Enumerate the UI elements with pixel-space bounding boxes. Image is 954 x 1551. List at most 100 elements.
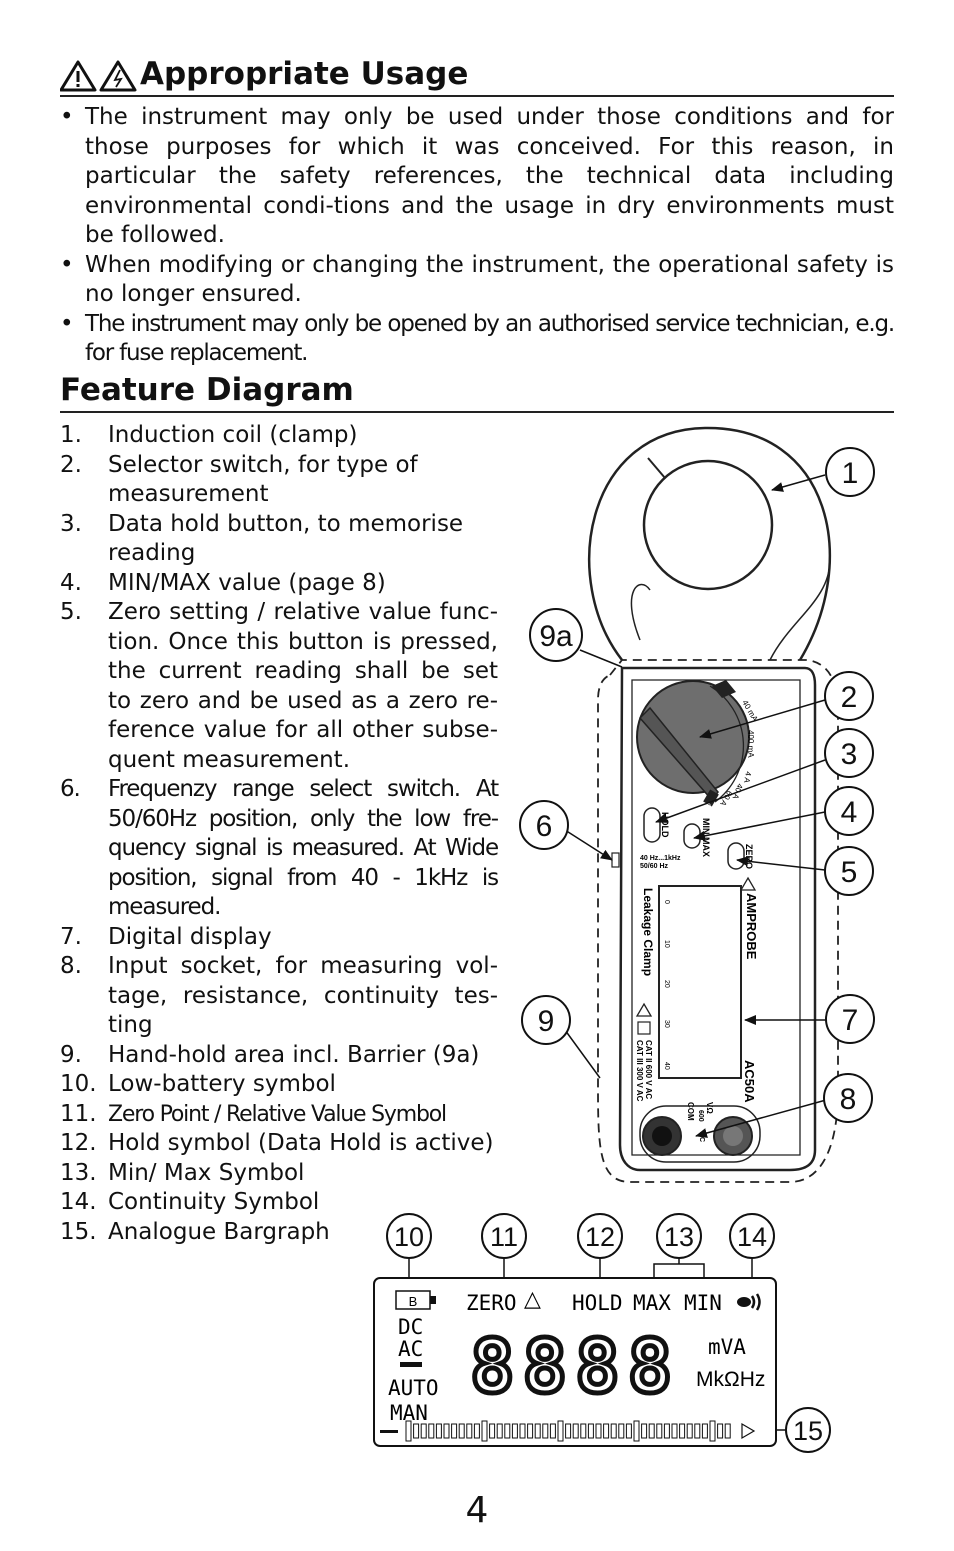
list-item: The instrument may only be used under th…	[60, 103, 894, 251]
list-item: 13.Min/ Max Symbol	[60, 1159, 498, 1189]
bargraph-segment	[527, 1423, 534, 1439]
callout-6	[519, 800, 569, 850]
com-socket[interactable]	[642, 1116, 682, 1156]
scale-label: 20	[663, 980, 670, 988]
lcd-zero: ZERO	[466, 1291, 517, 1315]
list-item: 4. MIN/MAX value (page 8)	[60, 569, 498, 599]
item-text: Analogue Bargraph	[108, 1218, 330, 1245]
item-text: Input socket, for measuring vol-tage, re…	[108, 953, 498, 1038]
warning-shock-icon	[60, 60, 137, 91]
bargraph-segment	[679, 1423, 686, 1439]
bargraph-segment	[663, 1423, 670, 1439]
item-number: 6.	[60, 776, 81, 802]
bargraph-segment	[504, 1423, 511, 1439]
ac-label: AC	[698, 1132, 705, 1142]
scale-label: 30	[663, 1020, 670, 1028]
item-text: Data hold button, to memorise reading	[108, 510, 464, 567]
bargraph-segment	[466, 1423, 473, 1439]
bargraph-segment	[542, 1423, 549, 1439]
item-text: Hand-hold area incl. Barrier (9a)	[108, 1041, 480, 1068]
bargraph-segment	[671, 1423, 678, 1439]
callout-label: 15	[793, 1416, 823, 1446]
bargraph-segment	[565, 1423, 572, 1439]
input-socket[interactable]	[713, 1116, 753, 1156]
dial-label: 40 mA	[740, 699, 760, 724]
bargraph-segment	[587, 1423, 594, 1439]
bargraph-segment	[496, 1423, 503, 1439]
analogue-bargraph	[380, 1420, 756, 1442]
freq-label-1: 40 Hz...1kHz	[640, 855, 681, 862]
callout-13	[656, 1213, 702, 1259]
bargraph-segment	[473, 1423, 480, 1439]
dial-label: 40 A	[730, 782, 744, 801]
bargraph-segment	[701, 1423, 708, 1439]
item-number: 8.	[60, 953, 82, 979]
bargraph-segment	[549, 1423, 556, 1439]
heading-appropriate-usage: Appropriate Usage	[60, 55, 894, 97]
item-text: Low-battery symbol	[108, 1071, 336, 1097]
callout-label: 8	[840, 1083, 857, 1116]
callout-label: 2	[841, 681, 858, 714]
callout-label: 13	[664, 1222, 694, 1252]
lcd-hold: HOLD	[572, 1291, 623, 1315]
battery-icon	[395, 1290, 431, 1310]
bargraph-segment	[603, 1423, 610, 1439]
bargraph-segment	[641, 1423, 648, 1439]
bargraph-overflow-arrow	[741, 1422, 756, 1440]
vohm-label: VΩ	[705, 1102, 714, 1114]
minmax-button[interactable]	[683, 823, 701, 849]
item-text: Hold symbol (Data Hold is active)	[108, 1130, 494, 1156]
dial-label: 400 mA	[746, 730, 755, 758]
dial-off-label: OFF	[704, 803, 710, 815]
hold-button[interactable]	[643, 807, 661, 843]
model-label: AC50A	[742, 1060, 757, 1103]
callout-14	[729, 1213, 775, 1259]
callout-label: 9	[538, 1005, 555, 1038]
item-number: 15.	[60, 1218, 97, 1245]
com-label: COM	[686, 1102, 695, 1121]
page-number: 4	[465, 1490, 489, 1531]
item-text: MIN/MAX value (page 8)	[108, 569, 386, 596]
bargraph-segment	[656, 1423, 663, 1439]
callout-9	[521, 995, 571, 1045]
item-number: 1.	[60, 422, 82, 448]
list-item: 3.Data hold button, to memorise reading	[60, 510, 498, 569]
bargraph-segment	[489, 1423, 496, 1439]
item-number: 4.	[60, 569, 82, 596]
lcd-minus	[400, 1362, 422, 1367]
bargraph-segment	[686, 1423, 693, 1439]
lcd-panel: B ZERO △ HOLD MAX MIN DC AC AUTO MAN 888…	[373, 1277, 777, 1447]
callout-15	[785, 1407, 831, 1453]
callout-9a	[529, 608, 583, 662]
callout-label: 5	[841, 856, 858, 889]
v600-label: 600	[697, 1110, 704, 1122]
bargraph-segment	[557, 1420, 564, 1442]
lcd-man: MAN	[390, 1401, 428, 1425]
lcd-unit-2: MkΩHz	[696, 1368, 765, 1391]
bargraph-segment	[580, 1423, 587, 1439]
item-text: Selector switch, for type of measurement	[108, 451, 418, 508]
scale-label: 40	[663, 1062, 670, 1070]
bargraph-segment	[595, 1423, 602, 1439]
lcd-delta-icon: △	[524, 1286, 541, 1311]
callout-5	[824, 846, 874, 896]
heading-text: Feature Diagram	[60, 372, 354, 408]
list-item: 10. Low-battery symbol	[60, 1070, 498, 1100]
heading-text: Appropriate Usage	[140, 56, 469, 92]
cat-label-1: CAT II 600 V AC	[644, 1040, 653, 1099]
item-number: 13.	[60, 1159, 97, 1186]
list-item: 1.Induction coil (clamp)	[60, 421, 498, 451]
bargraph-segment	[724, 1423, 731, 1439]
frequency-switch[interactable]	[611, 852, 620, 868]
scale-label: 10	[663, 940, 670, 948]
bargraph-segment	[413, 1423, 420, 1439]
lcd-max: MAX	[633, 1291, 671, 1315]
item-number: 11.	[60, 1100, 97, 1127]
callout-4	[824, 786, 874, 836]
bargraph-segment	[625, 1423, 632, 1439]
zero-button[interactable]	[727, 842, 745, 870]
scale-label: 0	[663, 900, 670, 904]
dial-label: 4 A	[742, 771, 753, 785]
item-number: 10.	[60, 1071, 97, 1097]
feature-list: 1.Induction coil (clamp) 2.Selector swit…	[60, 421, 499, 1247]
